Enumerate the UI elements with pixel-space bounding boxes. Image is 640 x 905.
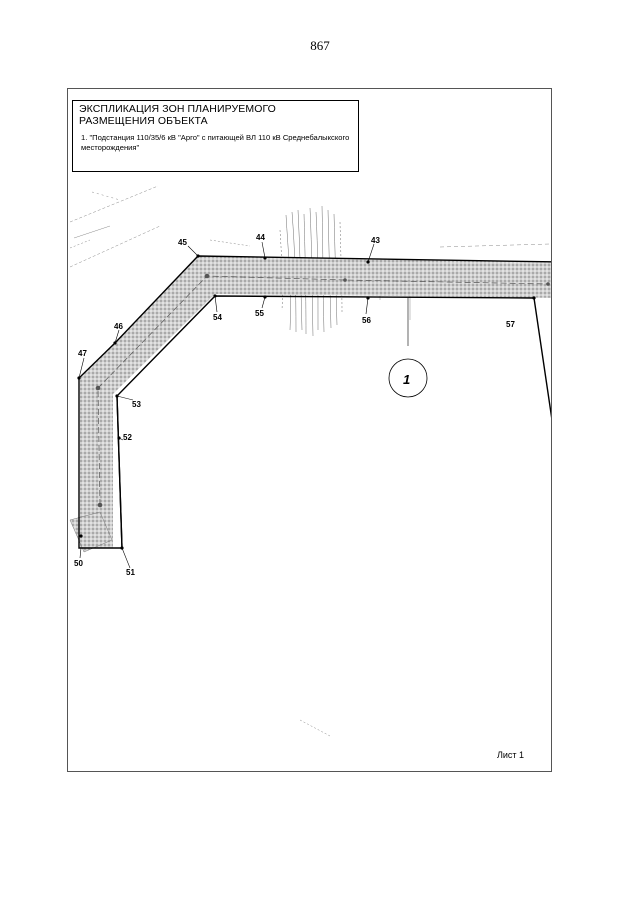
zone-boundary <box>78 255 551 549</box>
point-label-47: 47 <box>78 349 87 358</box>
zone-callout-circle <box>388 358 428 398</box>
point-label-53: 53 <box>132 400 141 409</box>
legend-title: ЭКСПЛИКАЦИЯ ЗОН ПЛАНИРУЕМОГО РАЗМЕЩЕНИЯ … <box>79 103 276 127</box>
point-label-50: 50 <box>74 559 83 568</box>
point-label-57: 57 <box>506 320 515 329</box>
legend-item-1: 1. "Подстанция 110/35/6 кВ "Арго" с пита… <box>81 133 350 152</box>
label-leaders <box>78 241 409 569</box>
point-labels: 45 44 43 54 55 56 57 46 47 53 52 50 51 <box>74 233 515 577</box>
page-number: 867 <box>310 38 330 53</box>
point-label-52: 52 <box>123 433 132 442</box>
point-label-55: 55 <box>255 309 264 318</box>
boundary-vertices <box>77 254 536 550</box>
point-label-51: 51 <box>126 568 135 577</box>
explication-legend: ЭКСПЛИКАЦИЯ ЗОН ПЛАНИРУЕМОГО РАЗМЕЩЕНИЯ … <box>72 100 359 172</box>
point-label-46: 46 <box>114 322 123 331</box>
sheet-label: Лист 1 <box>497 750 525 760</box>
map-frame <box>67 88 552 772</box>
pylon-markers <box>95 273 550 508</box>
point-label-43: 43 <box>371 236 380 245</box>
point-label-54: 54 <box>213 313 222 322</box>
planned-zone-corridor <box>80 256 551 548</box>
point-label-44: 44 <box>256 233 265 242</box>
point-label-56: 56 <box>362 316 371 325</box>
background-survey-lines <box>69 185 551 737</box>
point-label-45: 45 <box>178 238 187 247</box>
zone-callout-label: 1 <box>403 372 410 387</box>
